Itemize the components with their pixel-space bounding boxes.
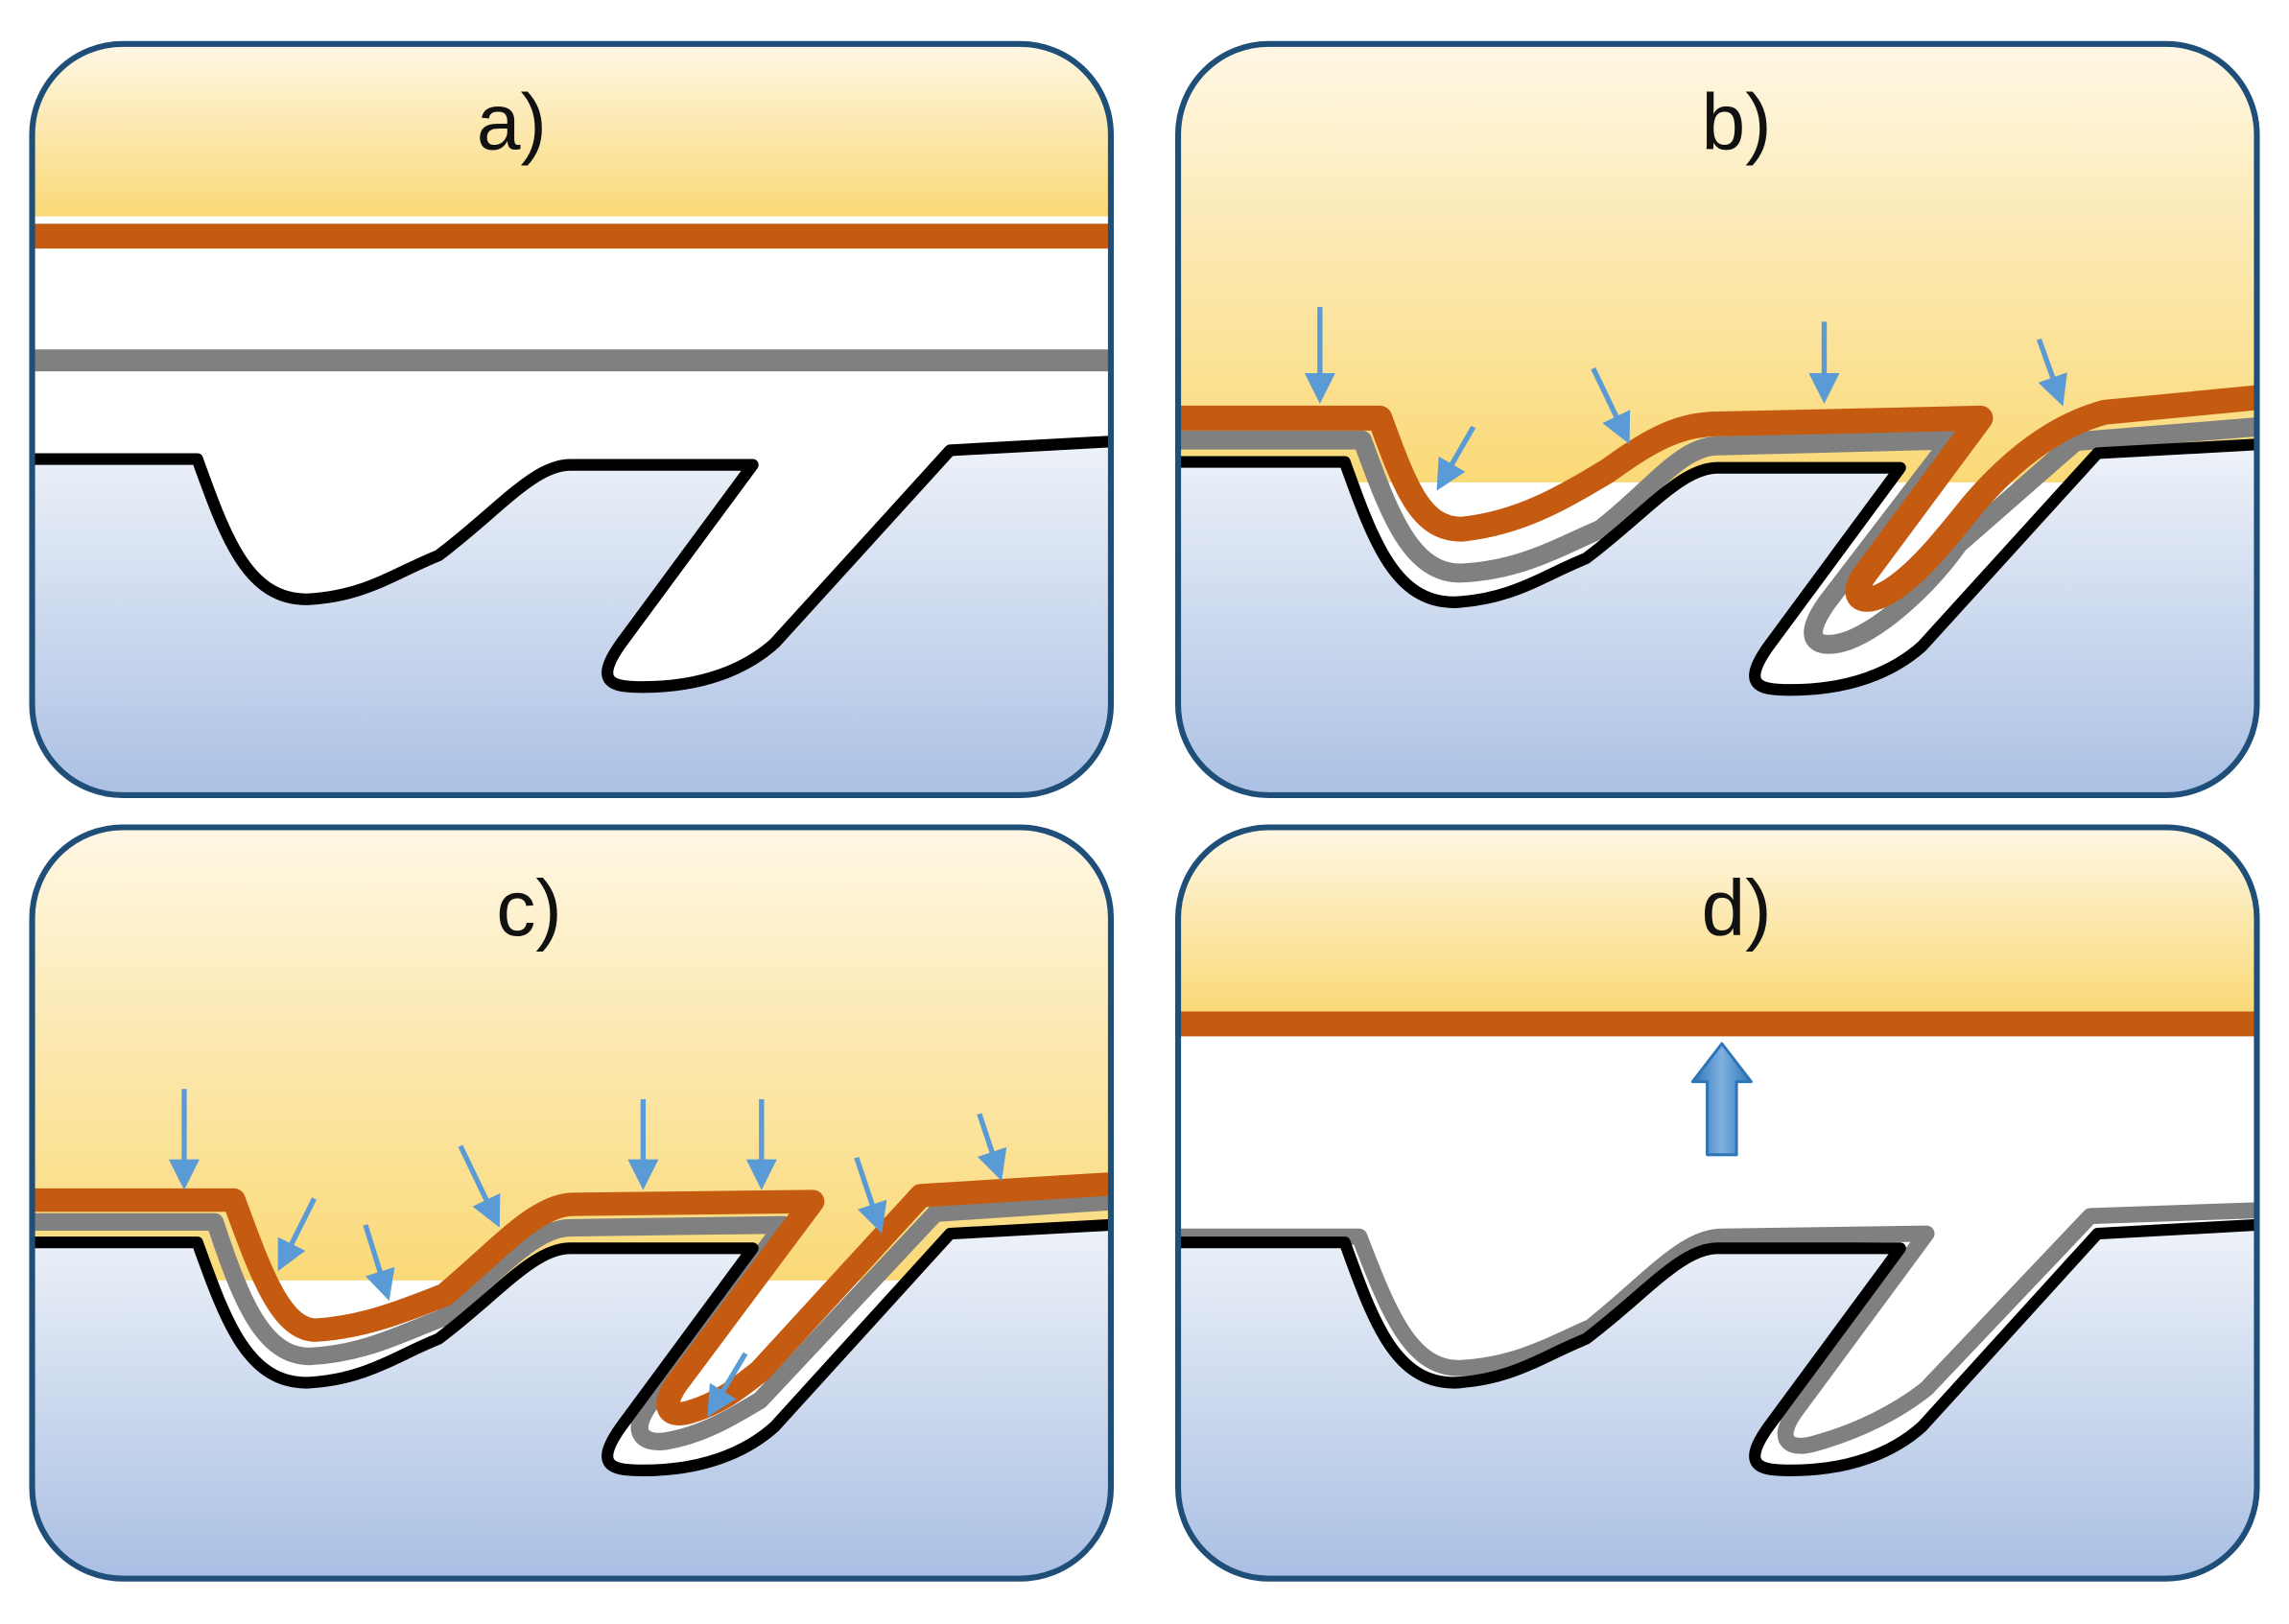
panel-label-b: b) <box>1701 80 1771 167</box>
arrow-icon <box>977 1113 1007 1182</box>
arrow-icon <box>2036 338 2067 407</box>
gray-layer <box>32 349 1111 372</box>
panel-a: a) <box>29 40 1115 799</box>
orange-layer <box>32 1172 1111 1425</box>
top-medium <box>32 43 1111 217</box>
lift-arrow-icon <box>1690 1042 1753 1157</box>
top-medium <box>1178 827 2257 1012</box>
arrow-icon <box>363 1224 395 1302</box>
arrow-icon <box>277 1197 317 1272</box>
deposition-arrows <box>1304 307 2067 491</box>
orange-layer <box>32 224 1111 249</box>
gray-layer <box>32 1192 1111 1450</box>
panel-border <box>1174 40 2260 799</box>
deposition-arrows <box>168 1089 1007 1418</box>
panel-label-a: a) <box>477 80 547 167</box>
substrate-outline <box>32 435 1111 694</box>
substrate <box>1178 444 2257 795</box>
panel-d: d) <box>1174 824 2260 1582</box>
arrow-icon <box>707 1352 748 1418</box>
panel-label-c: c) <box>496 865 562 953</box>
panel-border <box>29 40 1115 799</box>
arrow-icon <box>1436 425 1476 491</box>
substrate <box>32 1224 1111 1579</box>
substrate-outline <box>1178 1218 2257 1476</box>
panel-border <box>1174 824 2260 1582</box>
arrow-icon <box>1591 366 1631 444</box>
substrate-outline <box>32 1218 1111 1476</box>
substrate-outline <box>1178 438 2257 696</box>
orange-layer <box>1178 385 2257 612</box>
panel-c: c) <box>29 824 1115 1582</box>
arrow-icon <box>854 1156 887 1235</box>
gray-layer <box>1178 1202 2257 1454</box>
panel-border <box>29 824 1115 1582</box>
panel-b: b) <box>1174 40 2260 799</box>
gray-layer <box>1178 417 2257 654</box>
orange-layer <box>1178 1011 2257 1037</box>
arrow-icon <box>458 1144 501 1228</box>
substrate <box>32 441 1111 795</box>
substrate <box>1178 1224 2257 1579</box>
panel-label-d: d) <box>1701 865 1771 953</box>
